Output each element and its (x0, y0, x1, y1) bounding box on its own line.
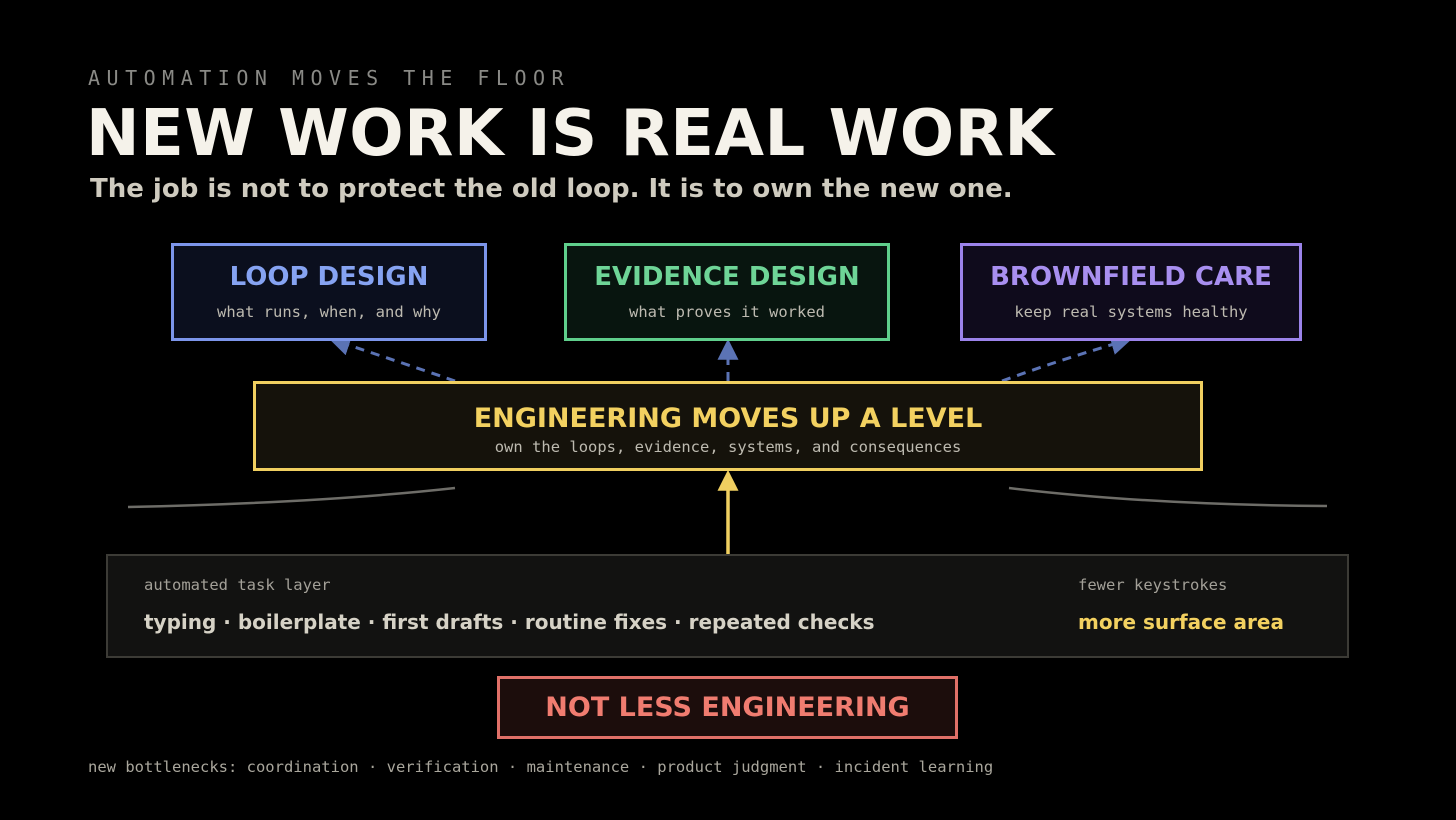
automated-tasks-list: typing · boilerplate · first drafts · ro… (144, 610, 875, 634)
more-surface-area-label: more surface area (1078, 610, 1284, 634)
floor-line-right (1008, 486, 1328, 508)
engineering-level-title: ENGINEERING MOVES UP A LEVEL (473, 403, 983, 434)
loop-design-title: LOOP DESIGN (229, 262, 429, 292)
automated-task-layer-box: automated task layer typing · boilerplat… (106, 554, 1349, 658)
not-less-engineering-box: NOT LESS ENGINEERING (497, 676, 958, 739)
evidence-design-box: EVIDENCE DESIGN what proves it worked (564, 243, 890, 341)
brownfield-care-subtitle: keep real systems healthy (1014, 303, 1248, 321)
not-less-engineering-label: NOT LESS ENGINEERING (545, 692, 910, 723)
eyebrow-label: AUTOMATION MOVES THE FLOOR (88, 66, 571, 90)
new-bottlenecks-footer: new bottlenecks: coordination · verifica… (88, 758, 994, 776)
connector-to-loop-design (329, 335, 456, 383)
floor-line-left (127, 486, 456, 509)
slide-title: NEW WORK IS REAL WORK (86, 97, 1055, 171)
brownfield-care-box: BROWNFIELD CARE keep real systems health… (960, 243, 1302, 341)
fewer-keystrokes-caption: fewer keystrokes (1078, 576, 1228, 594)
automated-layer-caption: automated task layer (144, 576, 331, 594)
brownfield-care-title: BROWNFIELD CARE (990, 262, 1272, 292)
engineering-level-subtitle: own the loops, evidence, systems, and co… (494, 438, 962, 456)
loop-design-box: LOOP DESIGN what runs, when, and why (171, 243, 487, 341)
slide-subtitle: The job is not to protect the old loop. … (90, 174, 1013, 204)
loop-design-subtitle: what runs, when, and why (217, 303, 441, 321)
evidence-design-title: EVIDENCE DESIGN (594, 262, 860, 292)
connector-to-brownfield-care (1001, 334, 1133, 383)
engineering-level-box: ENGINEERING MOVES UP A LEVEL own the loo… (253, 381, 1203, 471)
evidence-design-subtitle: what proves it worked (629, 303, 825, 321)
